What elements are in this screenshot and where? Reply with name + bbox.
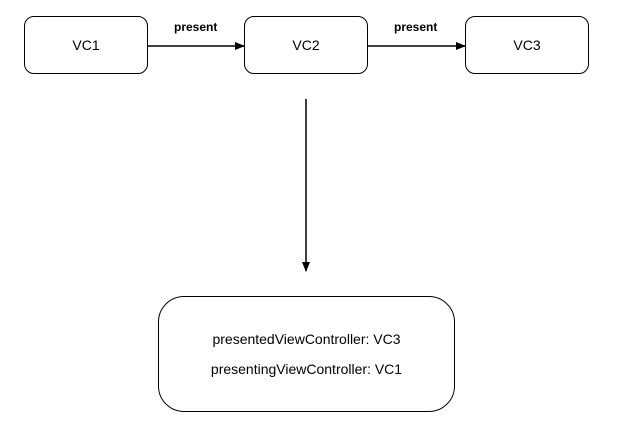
node-vc2: VC2	[244, 16, 368, 74]
node-vc1: VC1	[24, 16, 148, 74]
edge-label-present-2: present	[394, 20, 438, 34]
node-vc3: VC3	[465, 16, 589, 74]
edge-label-present-1: present	[174, 20, 218, 34]
vc2-properties-box: presentedViewController: VC3 presentingV…	[158, 296, 455, 412]
node-vc3-label: VC3	[513, 37, 541, 53]
node-vc1-label: VC1	[72, 37, 100, 53]
presenting-view-controller-line: presentingViewController: VC1	[210, 361, 403, 377]
presented-view-controller-line: presentedViewController: VC3	[212, 331, 401, 347]
node-vc2-label: VC2	[292, 37, 320, 53]
